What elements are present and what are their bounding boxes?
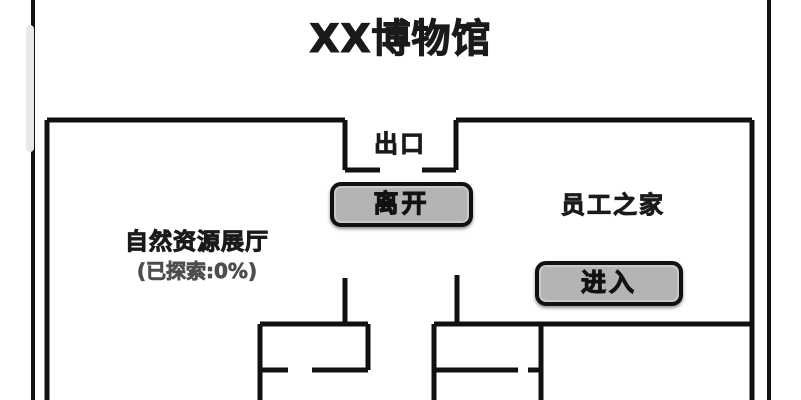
- left-page-divider: [31, 0, 35, 400]
- natural-resources-hall-label-group: 自然资源展厅 (已探索:0%): [92, 228, 302, 284]
- leave-button[interactable]: 离开: [330, 182, 473, 227]
- right-page-divider: [767, 0, 771, 400]
- enter-button[interactable]: 进入: [535, 261, 683, 306]
- natural-resources-hall-name: 自然资源展厅: [125, 229, 269, 256]
- vertical-scrollbar[interactable]: [13, 0, 34, 400]
- staff-home-label: 员工之家: [561, 191, 665, 220]
- leave-button-label: 离开: [373, 189, 430, 218]
- page-title: XX博物馆: [309, 16, 492, 62]
- enter-button-label: 进入: [580, 268, 637, 297]
- exit-label: 出口: [374, 130, 426, 159]
- scrollbar-thumb-icon[interactable]: [26, 25, 34, 152]
- natural-resources-hall-progress: (已探索:0%): [136, 259, 258, 284]
